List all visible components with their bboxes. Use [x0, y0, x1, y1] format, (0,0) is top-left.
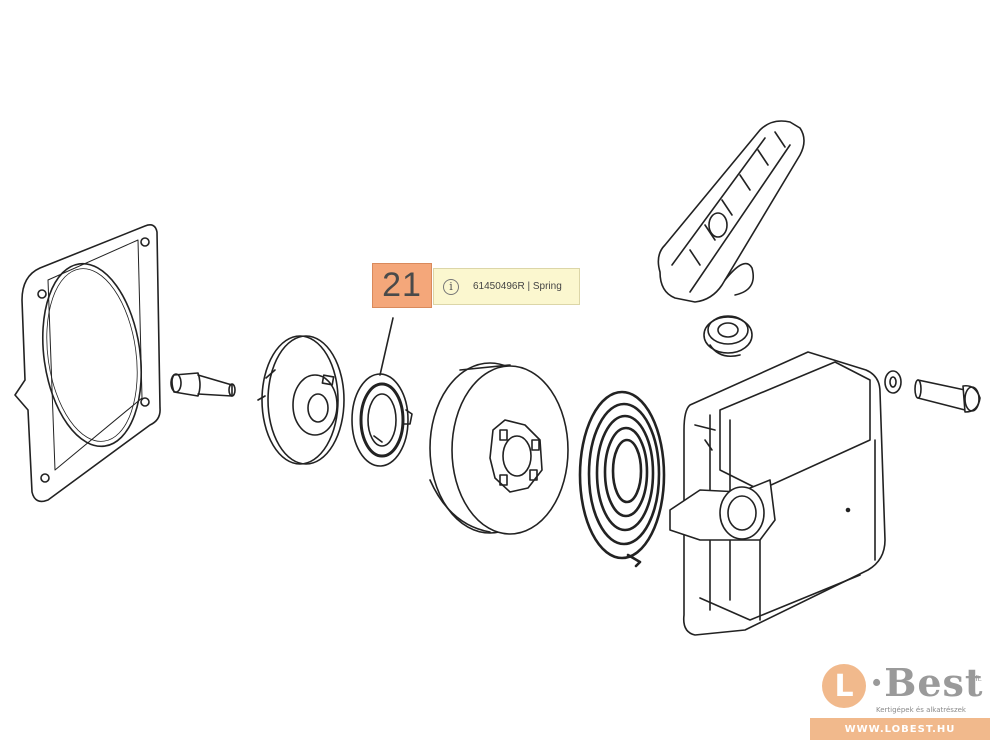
starter-housing: [669, 351, 886, 636]
grommet: [703, 315, 753, 358]
rope-drum: [429, 362, 569, 535]
ring-part-21: [351, 373, 413, 467]
brand-logo: L ·Best Kft. Kertigépek és alkatrészek W…: [810, 660, 990, 740]
pulley-hub: [257, 335, 345, 465]
leader-line-21: [379, 317, 394, 376]
starter-handle: [657, 120, 805, 303]
screw-right: [914, 379, 981, 413]
logo-tagline: Kertigépek és alkatrészek: [876, 706, 966, 714]
info-icon: i: [443, 278, 459, 295]
screw-left: [170, 372, 236, 397]
logo-url: WWW.LOBEST.HU: [810, 718, 990, 740]
logo-name: ·Best: [870, 660, 984, 705]
logo-initial: L: [822, 664, 866, 708]
washer: [884, 370, 902, 394]
logo-suffix: Kft.: [970, 674, 983, 683]
part-tooltip: i 61450496R | Spring: [433, 268, 580, 305]
callout-number-21[interactable]: 21: [372, 263, 432, 308]
spiral-spring: [578, 390, 666, 568]
tooltip-text: 61450496R | Spring: [473, 281, 562, 292]
gasket-plate: [14, 224, 161, 503]
